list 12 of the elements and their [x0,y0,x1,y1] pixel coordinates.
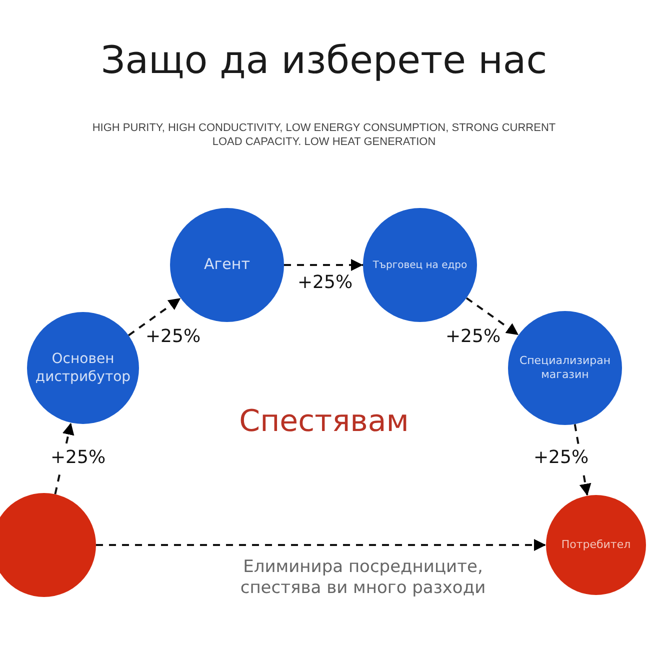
dashed-arrow [466,297,520,336]
title: Защо да изберете нас [100,38,548,82]
center-heading: Спестявам [238,404,410,439]
node-label: Търговец на едро [372,258,468,272]
dashed-arrow [284,259,363,271]
subtitle-text: HIGH PURITY, HIGH CONDUCTIVITY, LOW ENERGY CONSUMPTION, STRONG CURRENT LOAD CAPACITY. LOW HEAT GENERATION [91,121,557,149]
node-label: Потребител [561,538,631,552]
dashed-arrow [96,539,546,551]
dashed-arrow [128,297,182,336]
node-label: Основен дистрибутор [34,350,132,386]
node-label: Специализиран магазин [518,354,612,382]
node-label: Агент [204,255,250,275]
